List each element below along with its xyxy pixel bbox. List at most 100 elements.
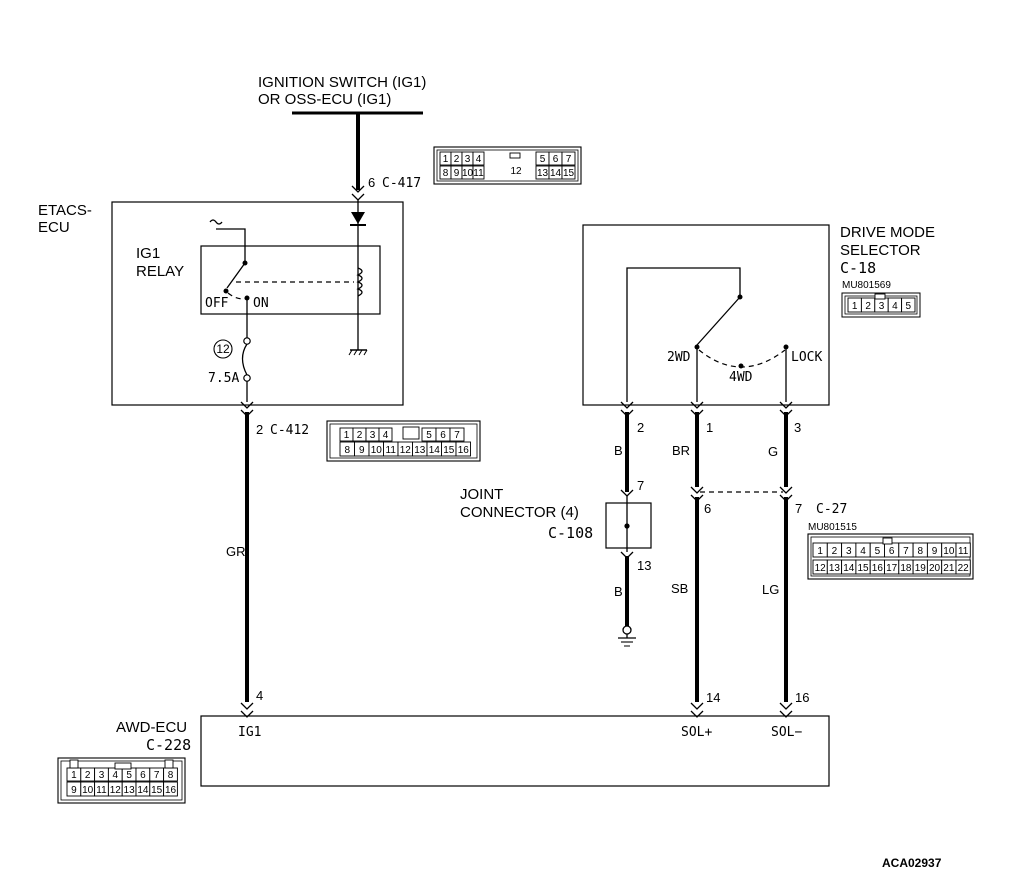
c228-cell	[163, 781, 178, 797]
c27-cell-label: 14	[843, 563, 855, 574]
c228-cell-label: 3	[99, 770, 105, 781]
awd-term-ig1: IG1	[238, 725, 261, 740]
selector-contact-lock-icon	[783, 344, 789, 350]
c412-cell-label: 5	[426, 430, 432, 441]
selector-contact-2wd-icon	[694, 344, 700, 350]
c228-connector-face	[57, 757, 186, 804]
c417-cell-label: 1	[443, 154, 449, 165]
c417-cell-label: 11	[473, 168, 484, 179]
c228-cell-label: 9	[71, 785, 77, 796]
c412-connector-face	[326, 420, 481, 462]
c27-key	[882, 537, 893, 545]
selector-common-feed	[626, 267, 741, 402]
joint-label-line2: CONNECTOR (4)	[460, 504, 579, 521]
dms-label-line3: C-18	[840, 259, 876, 277]
selector-switch-arm	[696, 296, 741, 346]
c412-cell	[455, 441, 471, 457]
c27-cell	[955, 542, 971, 558]
dms-part-number: MU801569	[842, 280, 891, 291]
c228-cell-label: 7	[154, 770, 160, 781]
c417-cell-label: 5	[540, 154, 546, 165]
c412-cell-label: 15	[443, 445, 455, 456]
c228-cell-label: 4	[113, 770, 119, 781]
c417-cell-label: 3	[465, 154, 471, 165]
wire-g-label: G	[768, 444, 778, 459]
awd-pin-soln: 16	[795, 690, 809, 705]
c27-cell-label: 5	[875, 546, 881, 557]
dms-cell-label: 2	[865, 301, 871, 312]
c27-cell-label: 19	[915, 563, 927, 574]
c228-latch	[69, 759, 79, 769]
c228-cell-label: 1	[71, 770, 77, 781]
dms-pin-markers	[620, 401, 793, 417]
c417-cell	[472, 165, 485, 180]
c27-cell-label: 10	[943, 546, 955, 557]
c417-cell	[472, 151, 485, 166]
joint-pin-top: 7	[637, 478, 644, 493]
awd-label-line2: C-228	[146, 736, 191, 754]
fuse-symbol	[241, 337, 251, 382]
relay-off-label: OFF	[205, 296, 229, 311]
c412-cell-label: 8	[344, 445, 350, 456]
c27-cell-label: 2	[832, 546, 838, 557]
c27-cell-label: 13	[829, 563, 841, 574]
joint-connector-node-icon	[624, 523, 630, 529]
awd-term-soln: SOL−	[771, 725, 802, 740]
awd-term-solp: SOL+	[681, 725, 712, 740]
c228-cell-label: 6	[140, 770, 146, 781]
c27-part-number: MU801515	[808, 522, 857, 533]
fuse-rating: 7.5A	[208, 371, 239, 386]
relay-contact-off-icon	[223, 288, 229, 294]
c412-cell-label: 9	[359, 445, 365, 456]
c417-cell-label: 4	[476, 154, 482, 165]
c412-key	[402, 426, 420, 440]
c27-cell-label: 17	[886, 563, 898, 574]
dms-cell-label: 3	[879, 301, 885, 312]
c417-cell-label: 8	[443, 168, 449, 179]
ground-icon-relay	[348, 349, 368, 356]
c27-cell-label: 4	[860, 546, 866, 557]
dms-label-line2: SELECTOR	[840, 242, 921, 259]
c27-cell-label: 20	[929, 563, 941, 574]
selector-travel-arc	[698, 349, 786, 368]
c27-cell-label: 12	[815, 563, 827, 574]
dms-key	[874, 293, 886, 300]
wire-sb-label: SB	[671, 581, 688, 596]
c27-pin-sb: 6	[704, 501, 711, 516]
fuse-number-badge: 12	[213, 339, 233, 359]
relay-on-label: ON	[253, 296, 269, 311]
c228-cell-label: 12	[110, 785, 122, 796]
c417-cell	[561, 151, 576, 166]
c27-cell-label: 9	[932, 546, 938, 557]
c27-cell-label: 1	[817, 546, 823, 557]
awd-ecu-box	[200, 715, 830, 787]
c412-cell-label: 13	[414, 445, 426, 456]
joint-pin-bottom: 13	[637, 558, 651, 573]
c228-cell-label: 2	[85, 770, 91, 781]
dms-label-line1: DRIVE MODE	[840, 224, 935, 241]
c412-cell-label: 3	[370, 430, 376, 441]
c417-cell-label: 9	[454, 168, 460, 179]
c417-cell-label: 2	[454, 154, 460, 165]
c417-name: C-417	[382, 176, 421, 191]
etacs-label-line2: ECU	[38, 219, 70, 236]
c417-cell	[561, 165, 576, 180]
c27-cell	[955, 559, 971, 575]
awd-pin-markers	[240, 702, 793, 718]
relay-feed-tilde-icon	[209, 219, 223, 225]
wire-b-lower-label: B	[614, 584, 623, 599]
c27-cell-label: 3	[846, 546, 852, 557]
etacs-label-line1: ETACS-	[38, 202, 92, 219]
dms-pin-b: 2	[637, 420, 644, 435]
wire-br-label: BR	[672, 443, 690, 458]
dms-cell-label: 1	[852, 301, 858, 312]
c412-cell-label: 7	[454, 430, 460, 441]
c27-cell-label: 11	[958, 546, 969, 557]
dms-cell	[901, 297, 916, 313]
c417-cell-label: 6	[553, 154, 559, 165]
c417-connector-face	[433, 146, 582, 185]
c412-cell	[449, 427, 465, 442]
awd-pin-solp: 14	[706, 690, 720, 705]
c228-cell-label: 13	[124, 785, 136, 796]
c27-cell-label: 21	[943, 563, 955, 574]
